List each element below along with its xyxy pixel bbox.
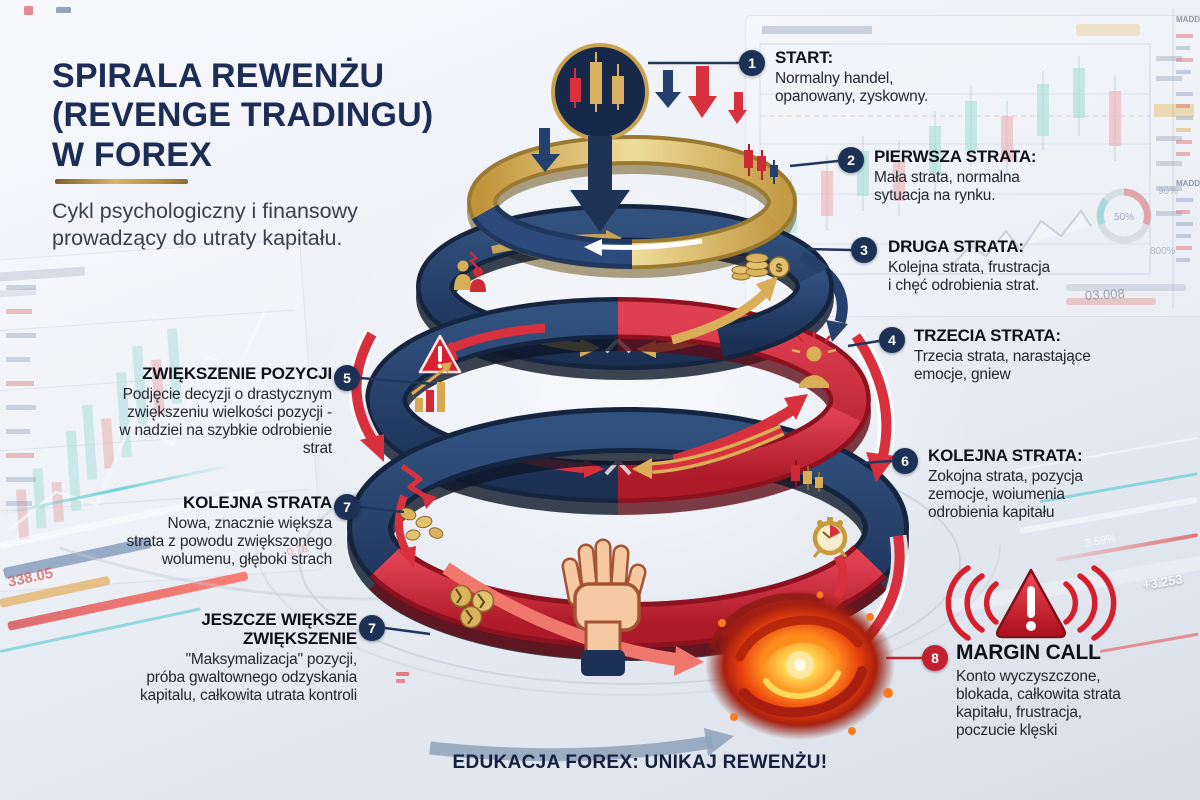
- step-4-title: TRZECIA STRATA:: [914, 326, 1061, 345]
- step-7a-next-loss: KOLEJNA STRATA Nowa, znacznie większa st…: [40, 493, 333, 569]
- badge-step-6: 6: [892, 448, 918, 474]
- step-8-text: Konto wyczyszczone, blokada, całkowita s…: [956, 667, 1121, 739]
- step-1-text: Normalny handel, opanowany, zyskowny.: [775, 70, 929, 106]
- badge-step-7a: 7: [334, 494, 360, 520]
- alarm-clock-icon: [812, 517, 848, 558]
- corner-navy-mark: [56, 7, 71, 13]
- step-8-title: MARGIN CALL: [956, 641, 1101, 664]
- step-4-third-loss: TRZECIA STRATA: Trzecia strata, narastaj…: [914, 326, 1164, 384]
- badge-step-5: 5: [334, 365, 360, 391]
- step-7b-title: JESZCZE WIĘKSZE ZWIĘKSZENIE: [201, 610, 357, 649]
- panel-label-mid: MADD: [1176, 179, 1200, 188]
- badge-step-4: 4: [879, 327, 905, 353]
- bg-right-ticker-strip: MADD MADD: [1172, 8, 1200, 308]
- coins-stack-icon: $: [731, 253, 790, 281]
- gauge-bottom-label: 800%: [1150, 246, 1176, 257]
- step-8-margin-call: MARGIN CALL Konto wyczyszczone, blokada,…: [956, 641, 1186, 740]
- step-7a-text: Nowa, znacznie większa strata z powodu z…: [126, 515, 333, 569]
- candlesticks-icon: [791, 460, 823, 492]
- badge-step-8: 8: [922, 645, 948, 671]
- bg-gauge: 50% 90% 800%: [1096, 186, 1178, 257]
- bg-left-tick-column: [6, 285, 36, 506]
- step-2-title: PIERWSZA STRATA:: [874, 147, 1037, 166]
- footer-message: EDUKACJA FOREX: UNIKAJ REWENŻU!: [452, 752, 828, 773]
- bg-red-dash-1: [396, 672, 409, 676]
- step-6-title: KOLEJNA STRATA:: [928, 446, 1083, 465]
- transition-arrow-navy: [799, 251, 848, 342]
- ring-1-front: [471, 203, 784, 270]
- zigzag-loss-icon: [400, 463, 437, 509]
- step-5-position-increase: ZWIĘKSZENIE POZYCJI Podjęcie decyzji o d…: [40, 364, 332, 459]
- step-2-first-loss: PIERWSZA STRATA: Mała strata, normalna s…: [874, 147, 1104, 205]
- drowning-hand-icon: [561, 538, 647, 676]
- badge-step-7b: 7: [359, 615, 385, 641]
- bg-gold-axis-bar: [1154, 104, 1194, 117]
- step-7b-text: "Maksymalizacja" pozycji, próba gwaltown…: [139, 651, 357, 705]
- alert-triangle-waves-icon: [945, 565, 1117, 641]
- badge-step-3: 3: [851, 237, 877, 263]
- step-1-title: START:: [775, 48, 833, 67]
- badge-step-2: 2: [838, 147, 864, 173]
- fire-vortex-icon: [705, 590, 895, 740]
- step-3-title: DRUGA STRATA:: [888, 237, 1024, 256]
- gold-divider: [55, 179, 188, 184]
- bg-red-dash-2: [396, 679, 405, 683]
- gauge-value: 50%: [1114, 212, 1134, 223]
- bottom-gray-arrow: [429, 728, 734, 762]
- coin-dollar-glyph: $: [776, 261, 783, 275]
- broken-coins-icon: [449, 584, 495, 629]
- bg-left-chart-panel: [0, 238, 324, 594]
- ring1-candles-icon: [744, 144, 778, 184]
- bg-left-candles: [15, 328, 183, 540]
- step-7a-title: KOLEJNA STRATA: [183, 493, 332, 512]
- corner-red-mark: [24, 6, 33, 15]
- step-6-next-loss: KOLEJNA STRATA: Zokojna strata, pozycja …: [928, 446, 1168, 522]
- panel-label-top: MADD: [1176, 15, 1200, 24]
- step-5-title: ZWIĘKSZENIE POZYCJI: [142, 364, 332, 383]
- step-3-text: Kolejna strata, frustracja i chęć odrobi…: [888, 259, 1050, 295]
- ring-3-patch: [694, 403, 865, 498]
- step-4-text: Trzecia strata, narastające emocje, gnie…: [914, 348, 1091, 384]
- person-rays-icon: [791, 332, 837, 388]
- step-6-text: Zokojna strata, pozycja zemocje, woiumen…: [928, 468, 1083, 522]
- step-1-start: START: Normalny handel, opanowany, zysko…: [775, 48, 1005, 106]
- page-subtitle: Cykl psychologiczny i finansowy prowadzą…: [52, 199, 358, 251]
- big-down-arrow: [570, 136, 630, 232]
- bar-chart-up-icon: [411, 362, 452, 412]
- start-candlestick-icon: [551, 43, 649, 141]
- bg-area-chart: [950, 209, 1092, 267]
- connector-lines: [359, 61, 922, 660]
- step-5-text: Podjęcie decyzji o drastycznym zwiększen…: [119, 386, 332, 458]
- descent-arrows: [531, 66, 747, 232]
- ring-2-patch: [670, 267, 834, 361]
- falling-coins-icon: [399, 507, 444, 541]
- bg-left-chart: [0, 266, 307, 540]
- ring-3-front-arrows: [632, 394, 808, 479]
- people-icon: [454, 251, 486, 292]
- step-3-second-loss: DRUGA STRATA: Kolejna strata, frustracja…: [888, 237, 1128, 295]
- page-title: SPIRALA REWENŻU (REVENGE TRADINGU) W FOR…: [52, 56, 434, 174]
- step-7b-bigger-increase: JESZCZE WIĘKSZE ZWIĘKSZENIE "Maksymaliza…: [63, 610, 357, 705]
- gauge-top-label: 90%: [1158, 186, 1178, 197]
- step-2-text: Mała strata, normalna sytuacja na rynku.: [874, 169, 1020, 205]
- badge-step-1: 1: [739, 50, 765, 76]
